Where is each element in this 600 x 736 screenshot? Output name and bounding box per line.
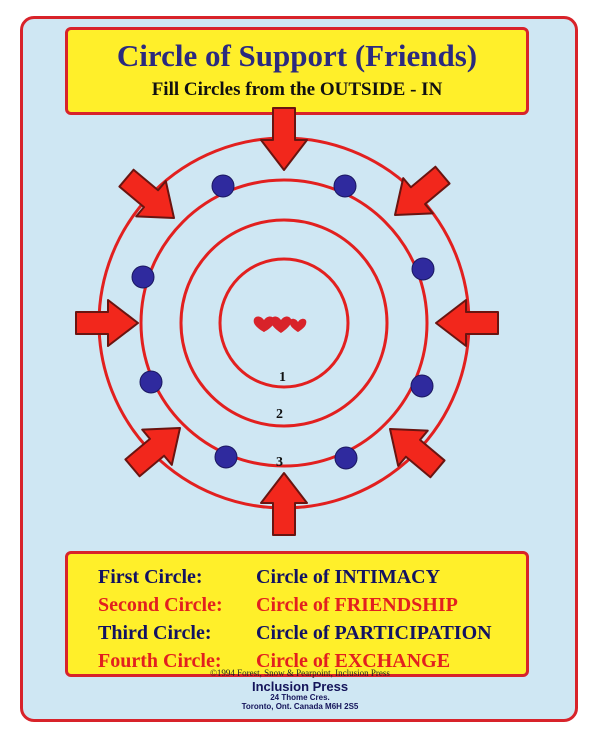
person-dot-icon (139, 370, 163, 394)
arrow-icon (435, 299, 499, 347)
hearts-icon (253, 316, 307, 333)
person-dot-icon (214, 445, 238, 469)
legend-circle-name: Circle of EXCHANGE (256, 650, 451, 672)
person-dots (131, 174, 435, 470)
publisher-street: 24 Thome Cres. (270, 693, 330, 703)
arrow-icon (75, 299, 139, 347)
legend-row-2: Second Circle: Circle of FRIENDSHIP (68, 594, 526, 622)
title-banner: Circle of Support (Friends) Fill Circles… (65, 27, 529, 115)
legend-circle-name: Circle of INTIMACY (256, 566, 441, 588)
legend-ordinal: Third Circle: (98, 622, 212, 644)
person-dot-icon (411, 257, 435, 281)
circle-number-2: 2 (276, 407, 283, 422)
arrow-icon (260, 107, 308, 171)
circle-ring-3 (139, 178, 429, 468)
arrow-icon (116, 409, 196, 487)
person-dot-icon (410, 374, 434, 398)
publisher-name: Inclusion Press (251, 679, 349, 694)
legend-row-1: First Circle: Circle of INTIMACY (68, 566, 526, 594)
person-dot-icon (211, 174, 235, 198)
legend-ordinal: Second Circle: (98, 594, 223, 616)
arrow-icon (260, 472, 308, 536)
legend-ordinal: Fourth Circle: (98, 650, 222, 672)
legend-row-4: Fourth Circle: Circle of EXCHANGE (68, 650, 526, 678)
person-dot-icon (131, 265, 155, 289)
publisher-city: Toronto, Ont. Canada M6H 2S5 (241, 702, 359, 712)
legend-circle-name: Circle of PARTICIPATION (256, 622, 492, 644)
copyright-notice: ©1994 Forest, Snow & Pearpoint, Inclusio… (210, 668, 390, 678)
legend-row-3: Third Circle: Circle of PARTICIPATION (68, 622, 526, 650)
legend-box: First Circle: Circle of INTIMACY Second … (65, 551, 529, 677)
circle-number-3: 3 (276, 455, 283, 470)
page-subtitle: Fill Circles from the OUTSIDE - IN (151, 79, 443, 100)
person-dot-icon (333, 174, 357, 198)
publisher-block: Inclusion Press 24 Thome Cres. Toronto, … (0, 679, 600, 712)
circle-number-1: 1 (279, 370, 286, 385)
circle-ring-1 (218, 257, 350, 389)
poster-frame: Circle of Support (Friends) Fill Circles… (20, 16, 578, 722)
circle-ring-2 (179, 218, 389, 428)
legend-ordinal: First Circle: (98, 566, 203, 588)
person-dot-icon (334, 446, 358, 470)
page-title: Circle of Support (Friends) (116, 38, 478, 73)
legend-circle-name: Circle of FRIENDSHIP (256, 594, 458, 616)
arrow-icon (379, 156, 459, 234)
